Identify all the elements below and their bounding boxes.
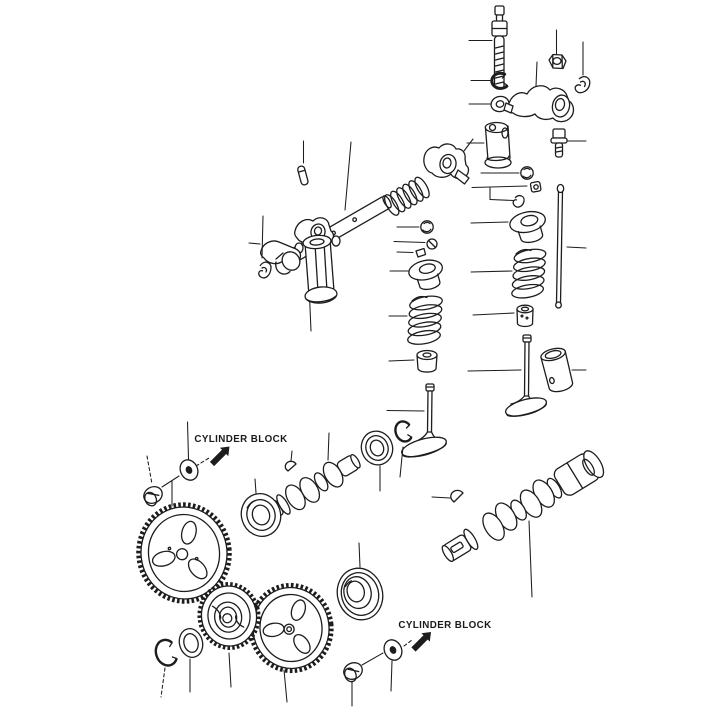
adjusting-nut — [548, 29, 567, 70]
snap-ring — [154, 638, 178, 698]
cylinder-block-arrow-lower — [411, 632, 431, 652]
rocker-arm-b — [423, 138, 474, 185]
keeper-clip-b — [258, 215, 272, 279]
lock-washer — [470, 71, 509, 90]
valve-lifter — [472, 304, 534, 328]
woodruff-key-b — [431, 489, 464, 503]
valve-guide — [388, 349, 438, 373]
valve-adjusting-stud — [468, 5, 508, 90]
cylinder-block-callout-lower: CYLINDER BLOCK — [343, 620, 491, 707]
camshaft-rear — [441, 450, 605, 598]
ball-bearing-a — [240, 478, 282, 537]
adjusting-screw-set-b — [471, 180, 542, 208]
rocker-shaft-spring — [383, 176, 430, 216]
rocker-shaft-pin — [297, 140, 309, 186]
intake-valve — [386, 383, 447, 458]
cylinder-block-arrow-upper — [209, 446, 230, 467]
mounting-bolt — [550, 128, 587, 158]
ball-bearing-b — [360, 430, 394, 492]
cam-follower — [540, 347, 587, 393]
rocker-support-assembly — [248, 217, 341, 332]
half-ball-a — [396, 220, 434, 234]
stem-snap-ring — [394, 420, 413, 478]
sealing-washer-a — [179, 421, 199, 481]
top-rocker-parts — [466, 5, 591, 169]
cylinder-block-label-lower: CYLINDER BLOCK — [398, 620, 491, 631]
woodruff-key-a — [284, 450, 297, 472]
spring-retainer-a — [389, 259, 443, 291]
screw-plug-b — [343, 652, 384, 707]
rocker-shaft-assembly — [248, 138, 474, 332]
keeper-clip-a — [574, 41, 591, 94]
camshaft-drive-gear — [197, 582, 261, 688]
valve-column-right — [467, 166, 587, 417]
camshaft-rear-group — [360, 430, 605, 598]
camshaft-timing-gear — [248, 582, 334, 703]
adjusting-screw-set-a — [393, 238, 438, 258]
spring-retainer-b — [470, 210, 546, 244]
cylinder-block-callout-upper: CYLINDER BLOCK — [143, 421, 287, 507]
ball-bearing-c — [336, 542, 384, 621]
screw-plug-a — [143, 455, 180, 507]
valve-column-left — [386, 220, 447, 478]
rocker-arm-a — [503, 61, 575, 123]
thrust-washer — [178, 628, 204, 693]
valve-spring-a — [388, 295, 443, 345]
half-ball-b — [480, 166, 534, 180]
rocker-pedestal — [466, 121, 512, 169]
push-rod — [555, 183, 587, 309]
sealing-washer-b — [383, 639, 403, 692]
gear-train — [136, 432, 384, 703]
valve-spring-b — [470, 248, 547, 299]
cylinder-block-label-upper: CYLINDER BLOCK — [194, 434, 287, 445]
exhaust-valve — [467, 334, 548, 417]
idler-gear — [136, 480, 232, 604]
